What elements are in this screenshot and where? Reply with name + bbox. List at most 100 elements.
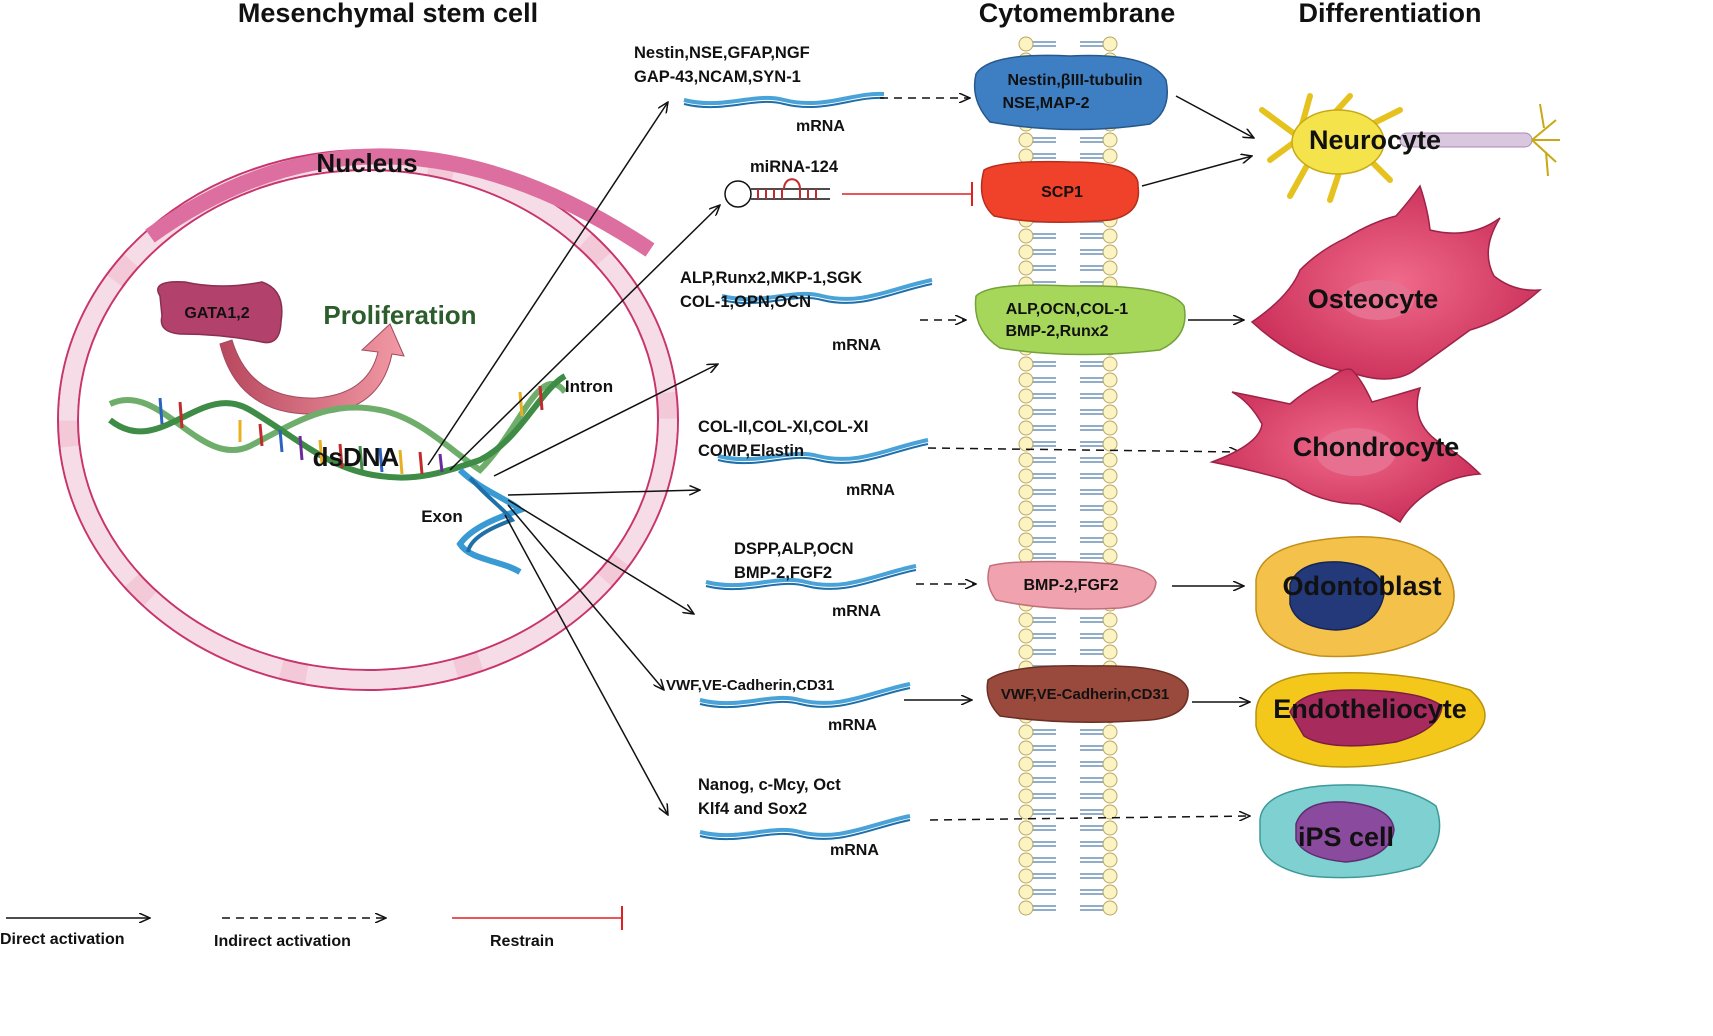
lipid-tail: [1080, 809, 1103, 815]
lipid-tail: [1080, 41, 1103, 47]
cell-label: Chondrocyte: [1293, 432, 1460, 462]
lipid-head: [1102, 468, 1118, 484]
lipid-head: [1018, 900, 1034, 916]
lipid-tail: [1080, 633, 1103, 639]
lipid-head: [1102, 868, 1118, 884]
lipid-head: [1102, 612, 1118, 628]
lipid-head: [1018, 868, 1034, 884]
lipid-head: [1102, 148, 1118, 164]
lipid-tail: [1080, 457, 1103, 463]
lipid-head: [1102, 452, 1118, 468]
lipid-head: [1018, 372, 1034, 388]
lipid-head: [1018, 804, 1034, 820]
protein-text: Nestin,βIII-tubulin: [1007, 72, 1142, 89]
proliferation-label: Proliferation: [323, 300, 476, 330]
proliferation-arrow: [219, 323, 405, 415]
protein-neuro: Nestin,βIII-tubulin NSE,MAP-2: [973, 54, 1168, 131]
lipid-tail: [1080, 857, 1103, 863]
lipid-tail: [1033, 505, 1056, 511]
lipid-head: [1018, 404, 1034, 420]
gene-text: COL-1,OPN,OCN: [680, 293, 811, 311]
dna-to-mrna-arrows: [427, 102, 720, 815]
lipid-head: [1102, 788, 1118, 804]
lipid-tail: [1080, 473, 1103, 479]
lipid-head: [1102, 628, 1118, 644]
lipid-tail: [1080, 137, 1103, 143]
lipid-tail: [1080, 377, 1103, 383]
lipid-head: [1018, 740, 1034, 756]
protein-text: NSE,MAP-2: [1002, 95, 1089, 112]
lipid-tail: [1033, 857, 1056, 863]
lipid-tail: [1033, 41, 1056, 47]
lipid-head: [1018, 420, 1034, 436]
cell-osteocyte: Osteocyte: [1250, 184, 1543, 380]
pathway-osteo: ALP,Runx2,MKP-1,SGK COL-1,OPN,OCN mRNA: [680, 269, 881, 354]
lipid-tail: [1080, 649, 1103, 655]
lipid-head: [1102, 260, 1118, 276]
lipid-tail: [1080, 425, 1103, 431]
gene-text: BMP-2,FGF2: [734, 564, 832, 582]
lipid-head: [1018, 36, 1034, 52]
lipid-head: [1018, 468, 1034, 484]
lipid-head: [1018, 484, 1034, 500]
lipid-tail: [1033, 473, 1056, 479]
lipid-tail: [1033, 553, 1056, 559]
pathway-endo: VWF,VE-Cadherin,CD31 mRNA: [666, 677, 877, 734]
gata-label: GATA1,2: [184, 305, 249, 322]
lipid-head: [1018, 756, 1034, 772]
lipid-head: [1102, 244, 1118, 260]
gene-text: DSPP,ALP,OCN: [734, 540, 854, 558]
lipid-tail: [1080, 265, 1103, 271]
lipid-tail: [1033, 825, 1056, 831]
lipid-head: [1102, 836, 1118, 852]
lipid-tail: [1080, 249, 1103, 255]
lipid-tail: [1080, 873, 1103, 879]
protein-osteo: ALP,OCN,COL-1 BMP-2,Runx2: [974, 284, 1186, 356]
lipid-tail: [1033, 137, 1056, 143]
lipid-head: [1018, 244, 1034, 260]
lipid-tail: [1080, 361, 1103, 367]
lipid-head: [1102, 900, 1118, 916]
lipid-tail: [1080, 761, 1103, 767]
lipid-tail: [1033, 521, 1056, 527]
lipid-tail: [1080, 553, 1103, 559]
lipid-tail: [1080, 617, 1103, 623]
lipid-tail: [1033, 425, 1056, 431]
lipid-tail: [1033, 153, 1056, 159]
lipid-head: [1102, 228, 1118, 244]
header-membrane: Cytomembrane: [979, 0, 1176, 28]
lipid-head: [1018, 548, 1034, 564]
exon-label: Exon: [421, 507, 463, 526]
lipid-tail: [1080, 537, 1103, 543]
lipid-head: [1018, 788, 1034, 804]
lipid-head: [1018, 356, 1034, 372]
lipid-head: [1018, 388, 1034, 404]
lipid-tail: [1033, 409, 1056, 415]
lipid-head: [1102, 372, 1118, 388]
lipid-tail: [1033, 889, 1056, 895]
legend-direct-label: Direct activation: [0, 931, 124, 948]
mrna-label: mRNA: [832, 337, 881, 354]
restrain-arrow: [842, 182, 973, 206]
lipid-head: [1102, 852, 1118, 868]
lipid-head: [1018, 436, 1034, 452]
cell-neurocyte: Neurocyte: [1259, 93, 1560, 203]
lipid-tail: [1033, 617, 1056, 623]
header-msc: Mesenchymal stem cell: [238, 0, 538, 28]
lipid-head: [1102, 804, 1118, 820]
pathway-odonto: DSPP,ALP,OCN BMP-2,FGF2 mRNA: [734, 540, 881, 620]
mrna-label: mRNA: [832, 603, 881, 620]
gene-text: COL-II,COL-XI,COL-XI: [698, 418, 869, 436]
lipid-tail: [1080, 393, 1103, 399]
lipid-head: [1018, 772, 1034, 788]
lipid-tail: [1033, 873, 1056, 879]
lipid-head: [1102, 500, 1118, 516]
lipid-tail: [1033, 393, 1056, 399]
lipid-head: [1102, 532, 1118, 548]
mrna-label: mRNA: [846, 482, 895, 499]
lipid-tail: [1033, 841, 1056, 847]
lipid-tail: [1080, 793, 1103, 799]
pathway-mirna: miRNA-124: [750, 158, 839, 176]
lipid-head: [1018, 452, 1034, 468]
pathway-ips: Nanog, c-Mcy, Oct Klf4 and Sox2 mRNA: [698, 776, 879, 859]
